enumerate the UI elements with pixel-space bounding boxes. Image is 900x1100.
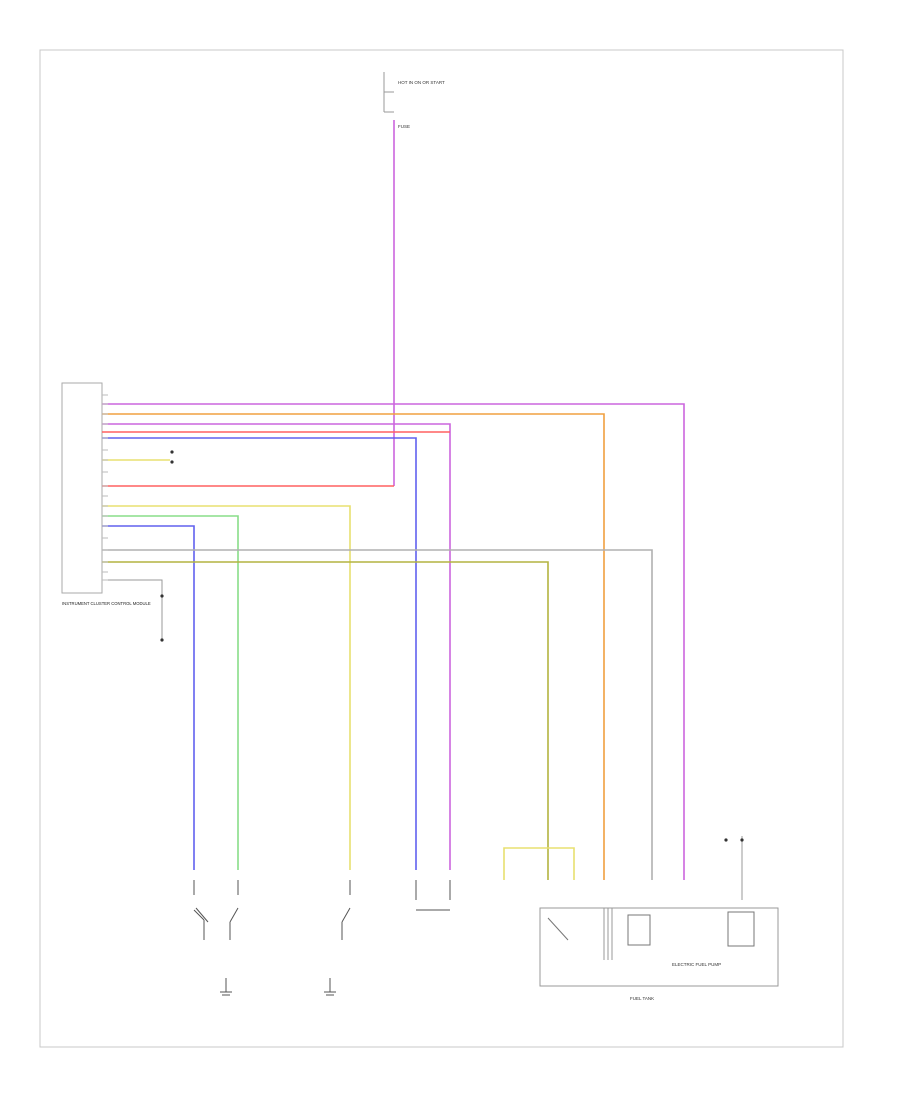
wires [102, 120, 743, 900]
ground-symbols [220, 978, 336, 996]
wire-gray [102, 549, 653, 880]
fuse-label: FUSE [398, 124, 410, 129]
wire-yellow-long [102, 505, 351, 870]
wire-violet [102, 403, 685, 880]
wire-orange [102, 413, 605, 880]
fuel-tank-label: FUEL TANK [630, 996, 654, 1001]
switch-2 [229, 880, 239, 940]
wire-blue-1 [102, 437, 417, 870]
instrument-cluster: INSTRUMENT CLUSTER CONTROL MODULE [61, 382, 151, 606]
cluster-pins [102, 394, 108, 581]
electric-fuel-pump-label: ELECTRIC FUEL PUMP [672, 962, 721, 967]
wire-olive [102, 561, 549, 880]
hot-feed-label: HOT IN ON OR START [398, 80, 445, 85]
switch-3 [341, 880, 351, 940]
wire-blue-2 [102, 525, 195, 870]
fuel-tank-assembly: ELECTRIC FUEL PUMP FUEL TANK [539, 907, 779, 1001]
hot-feed-block: HOT IN ON OR START FUSE [383, 72, 445, 129]
wire-sensor-loop [503, 847, 575, 880]
connector-dots [160, 450, 744, 842]
wire-violet-2 [102, 423, 451, 870]
wire-green-1 [102, 515, 239, 870]
switch-1 [193, 880, 209, 940]
instrument-cluster-label: INSTRUMENT CLUSTER CONTROL MODULE [62, 601, 151, 606]
diagram-frame [39, 49, 844, 1048]
wire-cluster-ground [102, 579, 163, 640]
temp-sensor-switch [415, 880, 451, 911]
